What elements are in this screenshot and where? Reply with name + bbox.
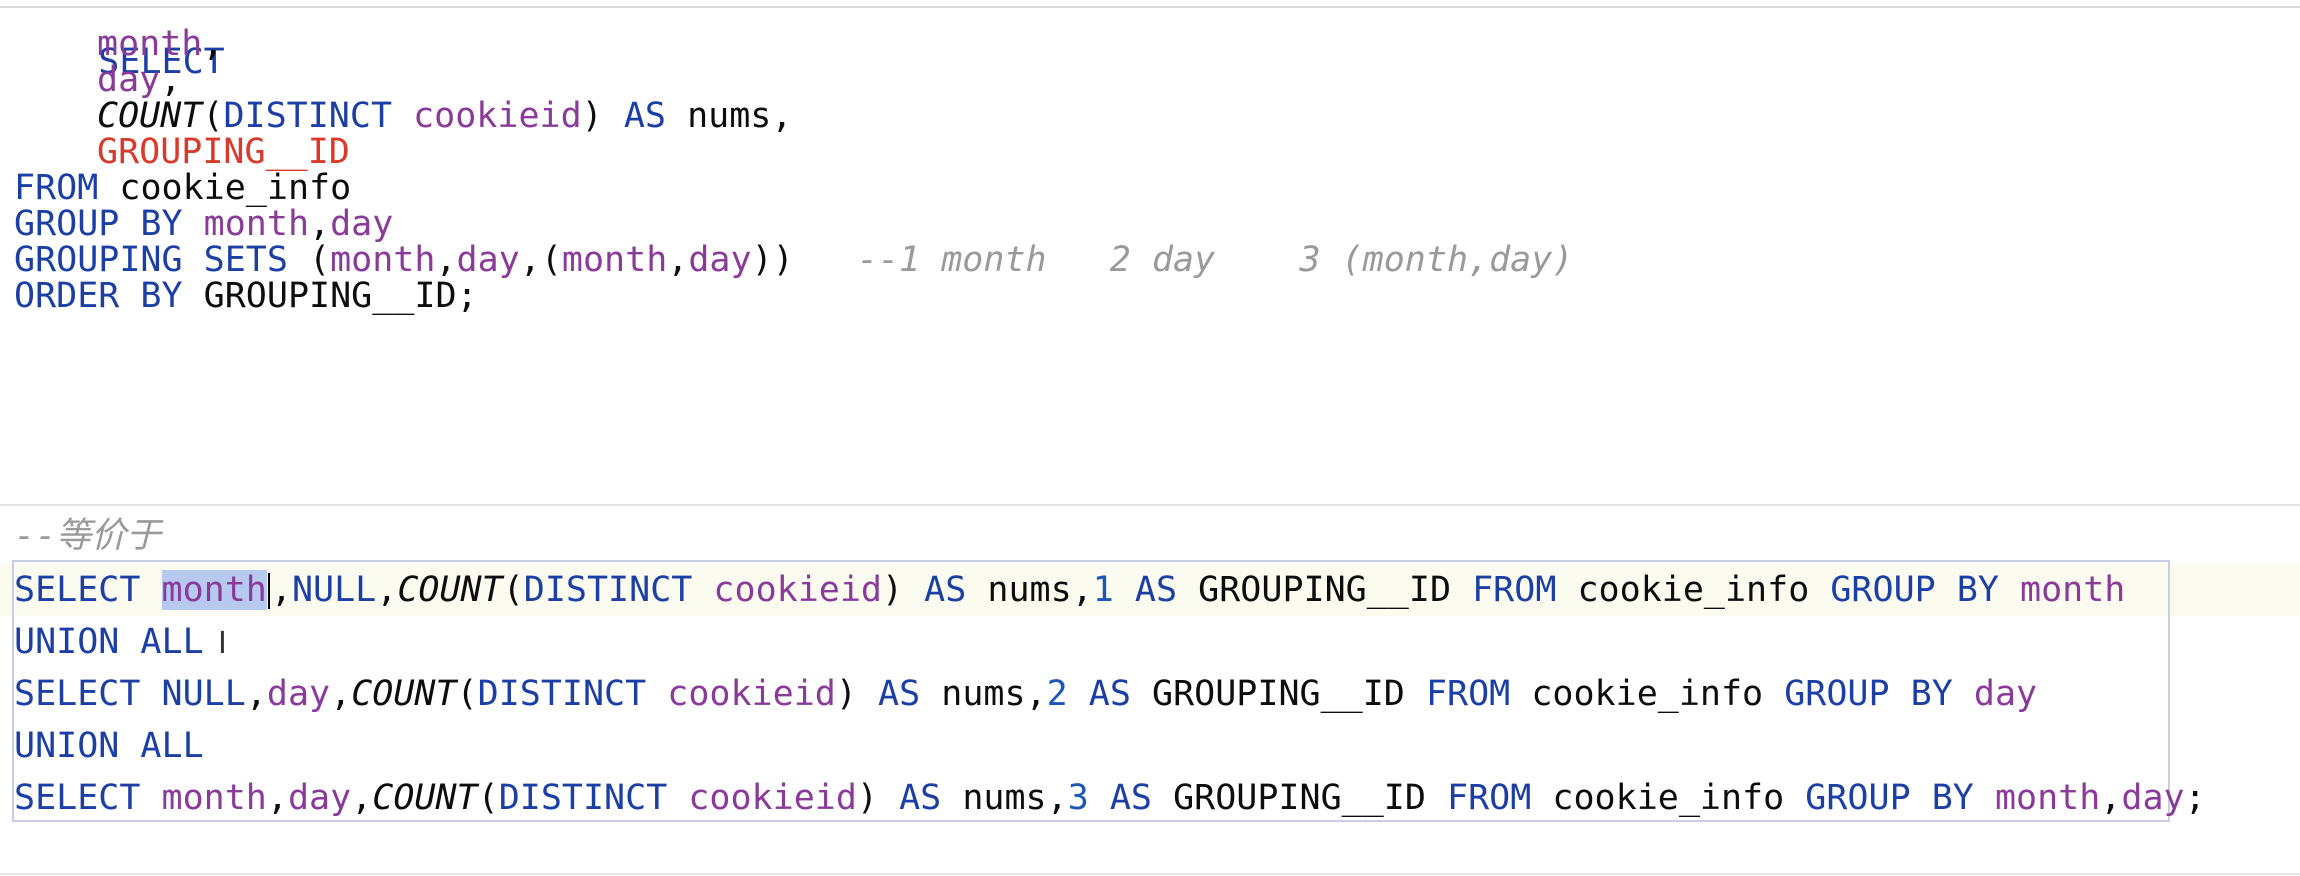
grouping-id-column: GROUPING__ID xyxy=(97,132,350,172)
comment-equivalent: --等价于 xyxy=(14,516,162,556)
code-line-equivalent-comment[interactable]: --等价于 xyxy=(14,510,161,562)
top-divider xyxy=(0,6,2300,8)
inline-comment: --1 month 2 day 3 (month,day) xyxy=(856,240,1574,280)
comma: , xyxy=(202,24,224,64)
code-line-grouping-sets[interactable]: GROUPING SETS (month,day,(month,day)) --… xyxy=(14,240,1574,280)
code-line-count[interactable]: COUNT(DISTINCT cookieid) AS nums, xyxy=(97,96,793,136)
keyword: SELECT xyxy=(98,42,225,82)
keyword-order-by: ORDER BY xyxy=(14,276,183,316)
code-line-from[interactable]: FROM cookie_info xyxy=(14,162,351,214)
keyword-from: FROM xyxy=(14,168,99,208)
code-line-group-by[interactable]: GROUP BY month,day xyxy=(14,204,394,244)
code-line-union-all-2[interactable]: UNION ALL xyxy=(14,726,204,766)
column-cookieid: cookieid xyxy=(413,96,582,136)
column-month: month xyxy=(97,24,203,64)
column-day: day xyxy=(97,60,161,100)
keyword-distinct: DISTINCT xyxy=(223,96,393,136)
code-line-union-select-2[interactable]: SELECT NULL,day,COUNT(DISTINCT cookieid)… xyxy=(14,674,2038,714)
keyword-group-by: GROUP BY xyxy=(14,204,183,244)
keyword-as: AS xyxy=(623,96,666,136)
code-line-order-by[interactable]: ORDER BY GROUPING__ID; xyxy=(14,270,478,322)
function-count: COUNT xyxy=(97,96,203,136)
statement-highlight-box xyxy=(12,560,2170,822)
code-line-union-select-1[interactable]: SELECT month,NULL,COUNT(DISTINCT cookiei… xyxy=(14,570,2126,610)
selected-text-month: month xyxy=(161,570,267,610)
code-line-month[interactable]: month, xyxy=(14,18,223,70)
keyword-grouping-sets: GROUPING SETS xyxy=(14,240,288,280)
code-line-union-select-3[interactable]: SELECT month,day,COUNT(DISTINCT cookieid… xyxy=(14,778,2206,818)
comma: , xyxy=(160,60,182,100)
code-line-grouping-id[interactable]: GROUPING__ID xyxy=(14,126,350,178)
table-name: cookie_info xyxy=(119,168,352,208)
code-line-select[interactable]: SELECT xyxy=(14,0,224,82)
bottom-divider xyxy=(0,873,2300,875)
current-line-highlight xyxy=(0,564,2300,616)
section-divider xyxy=(0,504,2300,506)
alias-nums: nums xyxy=(687,96,772,136)
mouse-ibeam-cursor: I xyxy=(218,626,227,661)
order-by-target: GROUPING__ID; xyxy=(203,276,478,316)
code-line-union-all-1[interactable]: UNION ALL xyxy=(14,616,204,668)
text-cursor xyxy=(267,573,270,609)
code-line-day[interactable]: day, xyxy=(14,54,181,106)
keyword-union-all: UNION ALL xyxy=(14,622,204,662)
